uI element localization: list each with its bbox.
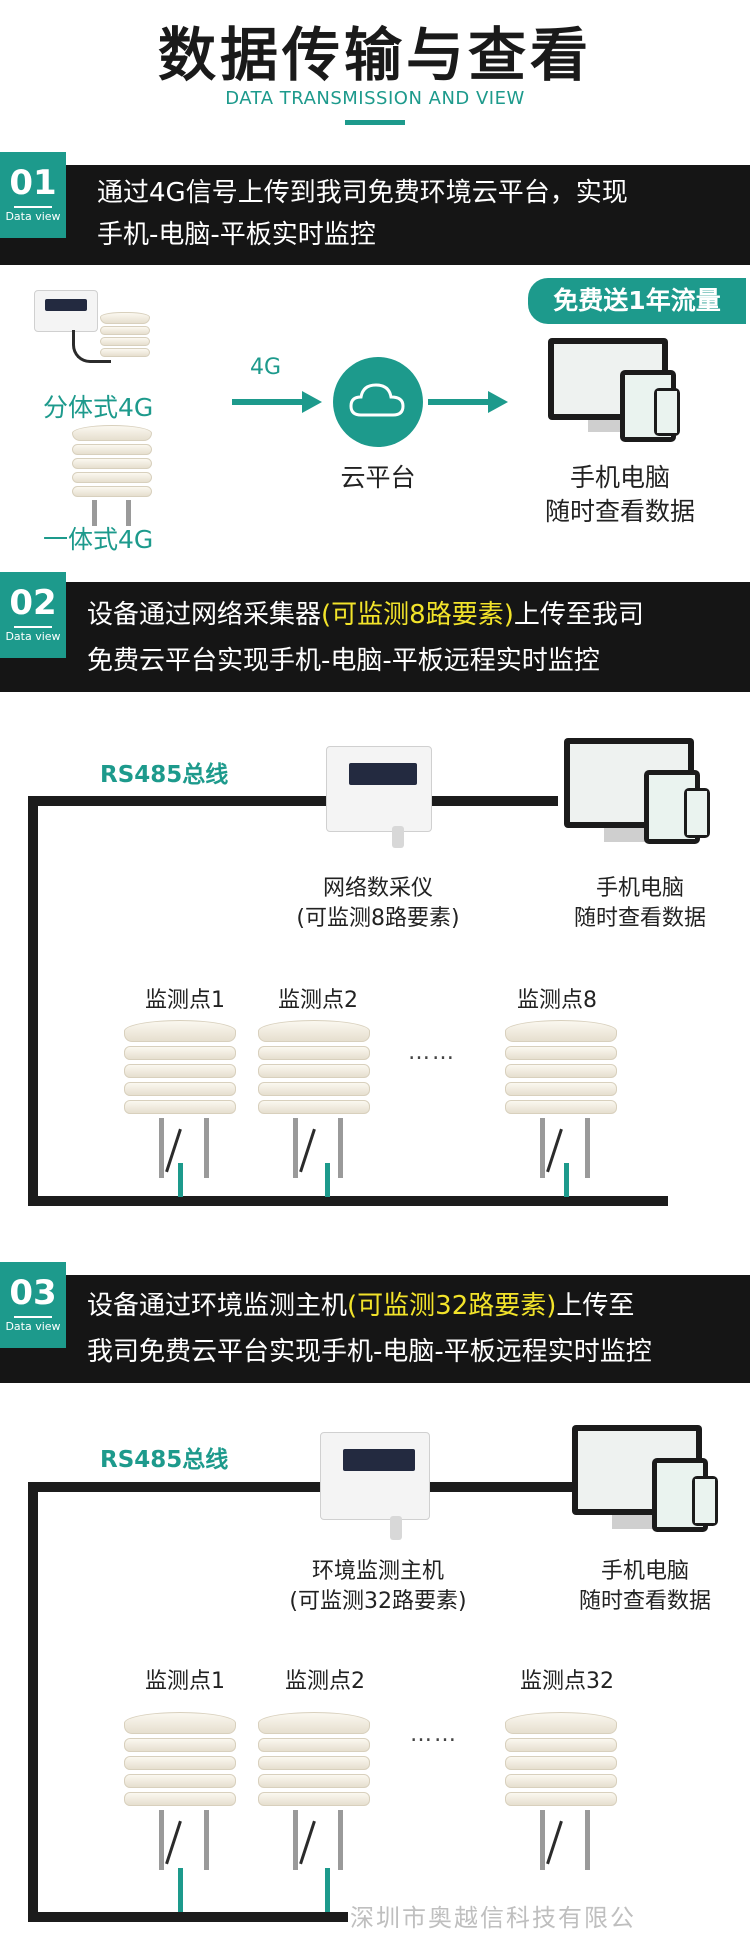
sensor-shield-icon [124, 1020, 236, 1178]
section3-bus-bottom [28, 1912, 348, 1922]
sensor-drop-line [564, 1163, 569, 1197]
section3-point-1: 监测点1 [145, 1669, 225, 1694]
section2-point-1: 监测点1 [145, 988, 225, 1013]
sensor-shield-icon [258, 1020, 370, 1178]
section1-badge-label: Data view [5, 210, 61, 223]
badge-divider [14, 1316, 52, 1318]
sensor-shield-icon [258, 1712, 370, 1870]
section2-bus-label: RS485总线 [100, 762, 229, 788]
section3-device-line2: (可监测32路要素) [289, 1589, 467, 1614]
section3-line1-post: 上传至 [556, 1291, 635, 1321]
section3-line1: 设备通过环境监测主机(可监测32路要素)上传至 [87, 1285, 634, 1327]
collector-connector [392, 826, 404, 848]
section2-badge-label: Data view [5, 630, 61, 643]
section3-view-line2: 随时查看数据 [578, 1589, 711, 1614]
section1-badge: 01 Data view [0, 152, 66, 238]
sensor-drop-line [325, 1163, 330, 1197]
sensor-drop-line [178, 1163, 183, 1197]
page-title: 数据传输与查看 [157, 21, 592, 89]
environment-host-device [320, 1432, 430, 1520]
section2-device-line1: 网络数采仪 [322, 876, 433, 901]
arrow-to-cloud [232, 399, 304, 405]
section2-line1-post: 上传至我司 [513, 600, 644, 630]
section3-view-line1: 手机电脑 [600, 1559, 689, 1584]
monitor-stand [612, 1515, 656, 1529]
cloud-label: 云平台 [340, 463, 416, 492]
host-connector [390, 1516, 402, 1540]
small-shield-icon [100, 312, 150, 359]
monitor-stand [588, 420, 628, 432]
network-collector-device [326, 746, 432, 832]
section3-point-2: 监测点2 [285, 1669, 365, 1694]
arrow-head-icon [488, 391, 508, 413]
section2-device-line2: (可监测8路要素) [296, 906, 460, 931]
section2-line1-highlight: (可监测8路要素) [321, 600, 514, 630]
section3-dots: …… [410, 1722, 458, 1747]
section3-badge-label: Data view [5, 1320, 61, 1333]
section3-line1-pre: 设备通过环境监测主机 [87, 1291, 348, 1321]
subtitle-underline [345, 120, 405, 125]
phone-icon [684, 788, 710, 838]
integrated-shield-icon [72, 425, 152, 526]
arrow-to-devices [428, 399, 490, 405]
section2-line1-pre: 设备通过网络采集器 [87, 600, 322, 630]
section3-point-32: 监测点32 [520, 1669, 614, 1694]
arrow-head-icon [302, 391, 322, 413]
section3-banner [0, 1275, 750, 1383]
section2-badge: 02 Data view [0, 572, 66, 658]
section3-badge: 03 Data view [0, 1262, 66, 1348]
free-traffic-tag: 免费送1年流量 [528, 278, 746, 324]
view-label-line1: 手机电脑 [569, 463, 670, 492]
split-4g-label: 分体式4G [43, 393, 154, 422]
section2-line2: 免费云平台实现手机-电脑-平板远程实时监控 [87, 646, 600, 676]
section3-bus-top-right [428, 1482, 573, 1492]
section2-bus-left [28, 796, 38, 1206]
sensor-shield-icon [124, 1712, 236, 1870]
integrated-4g-label: 一体式4G [43, 525, 154, 554]
section2-view-line1: 手机电脑 [595, 876, 684, 901]
section2-bus-bottom [28, 1196, 668, 1206]
sensor-shield-icon [505, 1020, 617, 1178]
section1-line2: 手机-电脑-平板实时监控 [97, 220, 376, 250]
phone-icon [654, 388, 680, 436]
section2-dots: …… [408, 1040, 456, 1065]
section3-num: 03 [9, 1273, 57, 1313]
monitor-stand [604, 828, 648, 842]
section3-device-line1: 环境监测主机 [311, 1559, 444, 1584]
badge-divider [14, 626, 52, 628]
badge-divider [14, 206, 52, 208]
section1-banner [0, 165, 750, 265]
section2-banner [0, 582, 750, 692]
view-label-line2: 随时查看数据 [544, 497, 695, 526]
section2-bus-top [28, 796, 328, 806]
section1-line1: 通过4G信号上传到我司免费环境云平台，实现 [97, 178, 628, 208]
section2-point-8: 监测点8 [517, 988, 597, 1013]
section3-bus-left [28, 1482, 38, 1922]
split-cable [72, 330, 111, 363]
cloud-icon [333, 357, 423, 447]
section2-line1: 设备通过网络采集器(可监测8路要素)上传至我司 [87, 594, 644, 636]
sensor-drop-line [325, 1868, 330, 1912]
section2-point-2: 监测点2 [278, 988, 358, 1013]
section3-bus-top [28, 1482, 326, 1492]
section2-num: 02 [9, 583, 57, 623]
section3-line1-highlight: (可监测32路要素) [347, 1291, 557, 1321]
split-4g-transmitter [34, 290, 98, 332]
4g-arrow-label: 4G [250, 355, 282, 380]
phone-icon [692, 1476, 718, 1526]
company-watermark: 深圳市奥越信科技有限公 [350, 1904, 636, 1932]
sensor-drop-line [178, 1868, 183, 1912]
sensor-shield-icon [505, 1712, 617, 1870]
page-subtitle: DATA TRANSMISSION AND VIEW [225, 88, 525, 109]
section2-bus-top-right [430, 796, 558, 806]
section2-view-line2: 随时查看数据 [573, 906, 706, 931]
section3-bus-label: RS485总线 [100, 1447, 229, 1473]
section3-line2: 我司免费云平台实现手机-电脑-平板远程实时监控 [87, 1337, 652, 1367]
section1-num: 01 [9, 163, 57, 203]
